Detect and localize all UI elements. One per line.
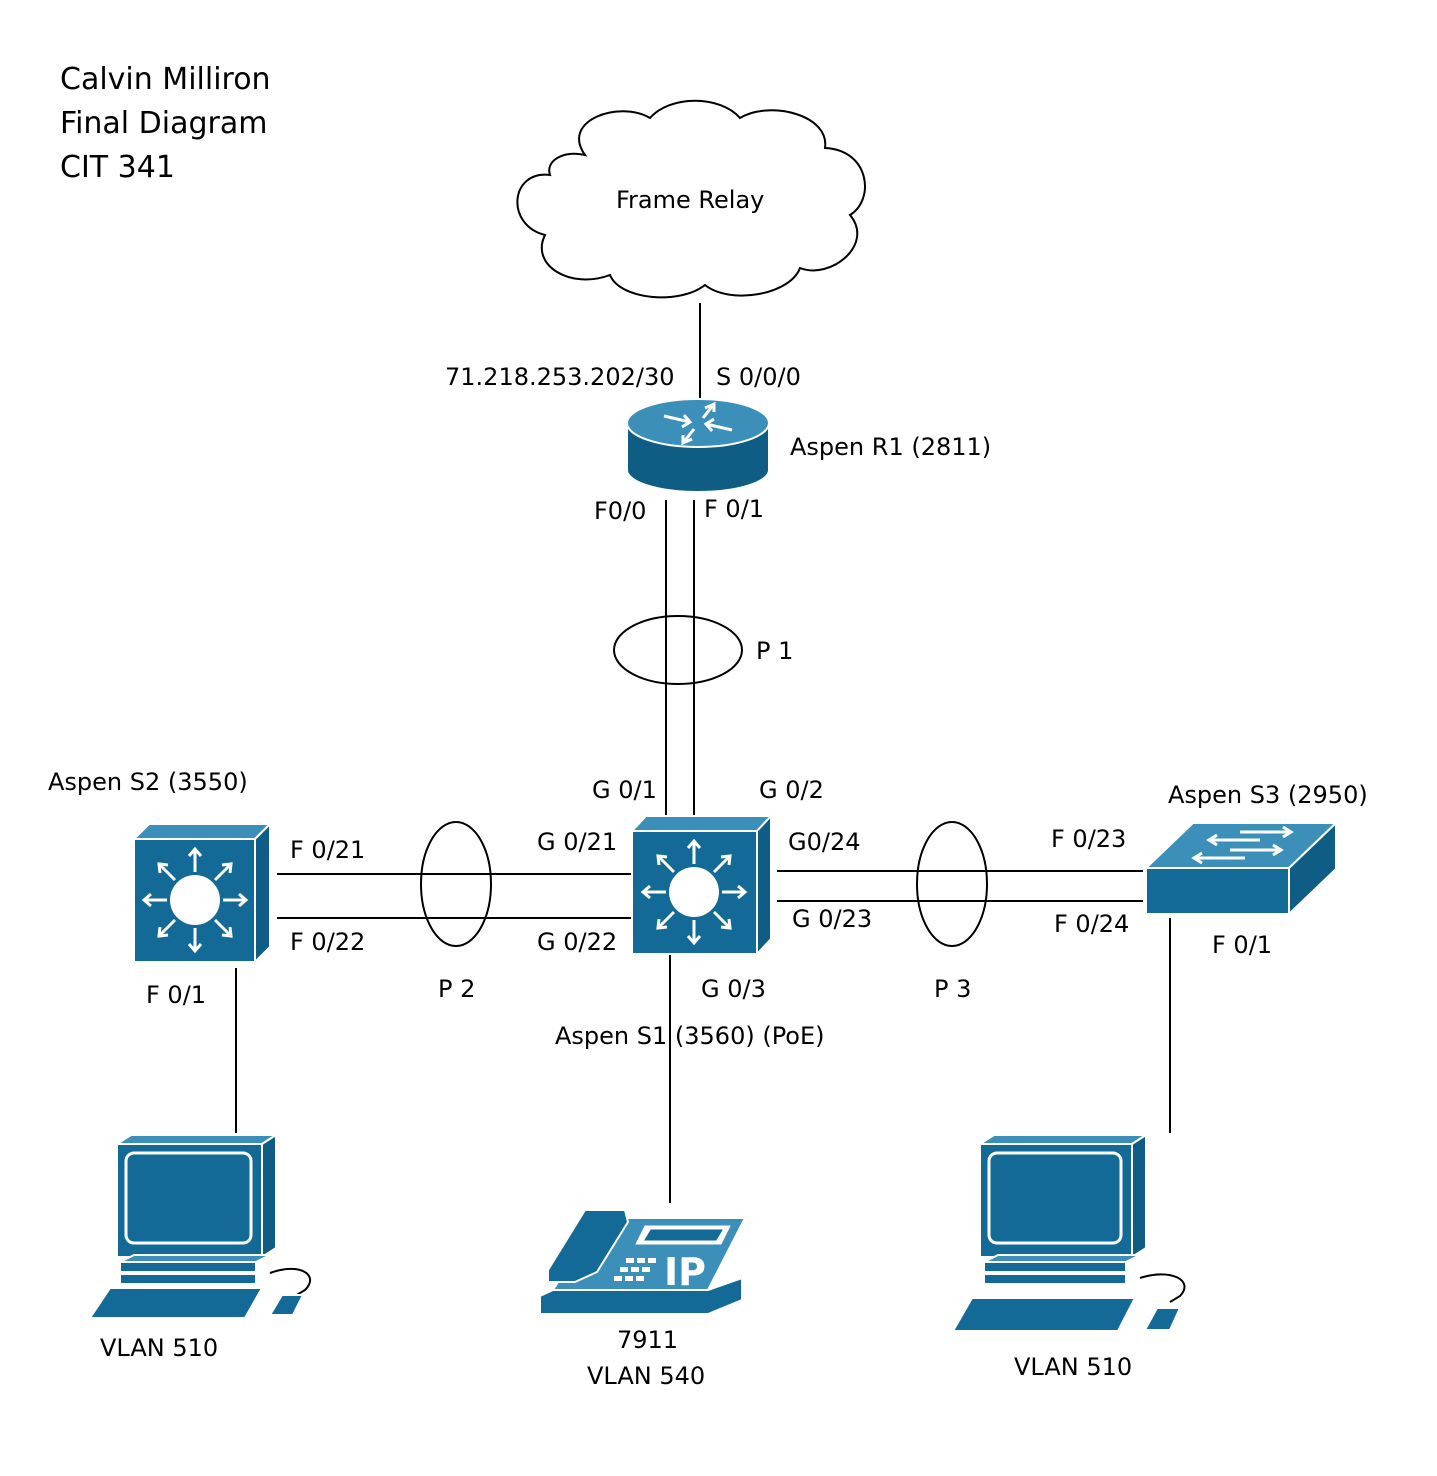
s1-port-g03: G 0/3	[701, 975, 766, 1003]
s1-name: Aspen S1 (3560) (PoE)	[555, 1022, 825, 1050]
port-channel-p2-label: P 2	[438, 975, 475, 1003]
pc-left-vlan: VLAN 510	[100, 1334, 218, 1362]
s1-port-g022: G 0/22	[537, 928, 617, 956]
s1-port-g01: G 0/1	[592, 776, 657, 804]
router-ip-address: 71.218.253.202/30	[445, 363, 674, 391]
phone-ip-badge: IP	[664, 1250, 706, 1294]
router-port-f00: F0/0	[594, 497, 646, 525]
port-channel-p2	[420, 821, 492, 947]
phone-model: 7911	[617, 1326, 678, 1354]
s3-port-f024: F 0/24	[1054, 910, 1129, 938]
pc-icon-left	[88, 1133, 312, 1319]
s2-port-f022: F 0/22	[290, 928, 365, 956]
s2-port-f01: F 0/1	[146, 981, 206, 1009]
s2-port-f021: F 0/21	[290, 836, 365, 864]
router-icon	[626, 398, 770, 493]
port-channel-p1	[613, 615, 743, 685]
diagram-title: Final Diagram	[60, 106, 267, 141]
port-channel-p3-label: P 3	[934, 975, 971, 1003]
s3-port-f023: F 0/23	[1051, 825, 1126, 853]
port-channel-p3	[916, 821, 988, 947]
s1-port-g02: G 0/2	[759, 776, 824, 804]
cloud-label: Frame Relay	[616, 186, 764, 214]
ip-phone-icon: IP	[539, 1209, 747, 1315]
s1-port-g023: G 0/23	[792, 905, 872, 933]
s2-name: Aspen S2 (3550)	[48, 768, 248, 796]
workgroup-switch-icon	[1143, 820, 1339, 917]
s3-port-f01: F 0/1	[1212, 931, 1272, 959]
course-code: CIT 341	[60, 150, 175, 185]
s3-name: Aspen S3 (2950)	[1168, 781, 1368, 809]
router-port-f01: F 0/1	[704, 495, 764, 523]
s1-port-g024: G0/24	[788, 828, 861, 856]
phone-vlan: VLAN 540	[587, 1362, 705, 1390]
core-switch-icon	[629, 813, 774, 957]
s1-port-g021: G 0/21	[537, 828, 617, 856]
frame-relay-cloud-icon	[516, 99, 866, 299]
pc-right-vlan: VLAN 510	[1014, 1353, 1132, 1381]
router-serial-port: S 0/0/0	[716, 363, 801, 391]
multilayer-switch-icon	[131, 821, 273, 965]
pc-icon-right	[951, 1133, 1186, 1332]
port-channel-p1-label: P 1	[756, 637, 793, 665]
author-name: Calvin Milliron	[60, 62, 271, 97]
router-name: Aspen R1 (2811)	[790, 433, 991, 461]
